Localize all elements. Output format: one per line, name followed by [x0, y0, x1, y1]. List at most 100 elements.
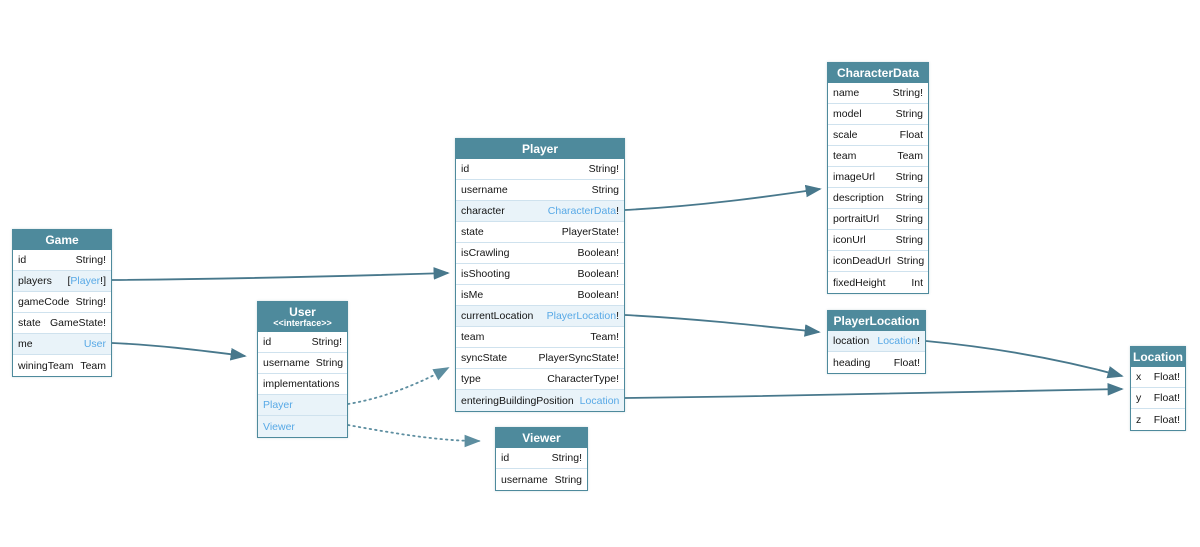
type-node-title[interactable]: Player — [456, 139, 624, 159]
type-node-title[interactable]: PlayerLocation — [828, 311, 925, 331]
edge-game-players-to-player — [111, 267, 450, 281]
type-text: Team! — [590, 331, 619, 343]
type-text: Boolean! — [577, 247, 619, 259]
type-link[interactable]: PlayerLocation — [546, 310, 617, 322]
type-node-title[interactable]: Location — [1131, 347, 1185, 367]
field-row-name[interactable]: name String! — [828, 83, 928, 104]
field-type: Boolean! — [578, 289, 619, 301]
type-text: Float! — [1153, 371, 1180, 383]
field-type: Location — [580, 395, 620, 407]
type-node-title[interactable]: User<<interface>> — [258, 302, 347, 332]
field-row-implementations[interactable]: implementations — [258, 374, 347, 395]
field-name: syncState — [461, 352, 508, 364]
field-name: enteringBuildingPosition — [461, 394, 574, 407]
type-link[interactable]: Location — [877, 335, 918, 347]
field-row-me[interactable]: me User — [13, 334, 111, 355]
field-type: Team — [80, 360, 106, 372]
type-title-text: Player — [521, 142, 559, 156]
field-row-players[interactable]: players [Player!] — [13, 271, 111, 292]
field-row-player[interactable]: Player — [258, 395, 347, 416]
type-node-title[interactable]: Viewer — [496, 428, 587, 448]
type-text: String — [895, 234, 923, 246]
field-type: String — [555, 474, 582, 486]
edge-playerlocation-location-to-location — [925, 340, 1124, 379]
field-row-viewer[interactable]: Viewer — [258, 416, 347, 437]
implementation-link[interactable]: Player — [263, 399, 293, 411]
field-type: Float! — [1154, 371, 1180, 383]
type-node-title[interactable]: Game — [13, 230, 111, 250]
type-text: [ — [67, 275, 71, 287]
field-name: state — [461, 226, 484, 238]
type-link[interactable]: CharacterData — [547, 205, 617, 217]
field-row-x[interactable]: x Float! — [1131, 367, 1185, 388]
type-text: String! — [892, 87, 923, 99]
type-text: String — [895, 192, 923, 204]
type-text: CharacterType! — [547, 373, 619, 385]
field-row-y[interactable]: y Float! — [1131, 388, 1185, 409]
type-text: GameState! — [49, 317, 106, 329]
field-name: y — [1136, 392, 1142, 404]
field-row-enteringbuildingposition[interactable]: enteringBuildingPosition Location — [456, 390, 624, 411]
field-row-isme[interactable]: isMe Boolean! — [456, 285, 624, 306]
type-text: String — [554, 473, 582, 486]
type-text: String! — [75, 296, 106, 308]
field-name: x — [1136, 371, 1142, 383]
field-name: name — [833, 87, 860, 99]
type-text: !] — [100, 275, 106, 287]
type-link[interactable]: Player — [70, 275, 101, 287]
implementation-link[interactable]: Viewer — [263, 420, 295, 433]
type-link[interactable]: Location — [579, 394, 620, 407]
field-name: me — [18, 338, 33, 350]
field-type: CharacterType! — [547, 373, 619, 385]
type-link[interactable]: User — [83, 338, 106, 350]
type-title-text: User — [289, 305, 316, 319]
field-name: fixedHeight — [833, 276, 886, 289]
field-type: Float! — [1154, 414, 1180, 426]
type-text: Float! — [1153, 392, 1180, 404]
field-name: username — [263, 357, 310, 369]
type-node-title[interactable]: CharacterData — [828, 63, 928, 83]
field-name: players — [18, 275, 52, 287]
field-type: Float! — [894, 357, 920, 369]
field-name: isMe — [461, 289, 484, 301]
edge-user-viewer-implementation — [347, 424, 481, 448]
